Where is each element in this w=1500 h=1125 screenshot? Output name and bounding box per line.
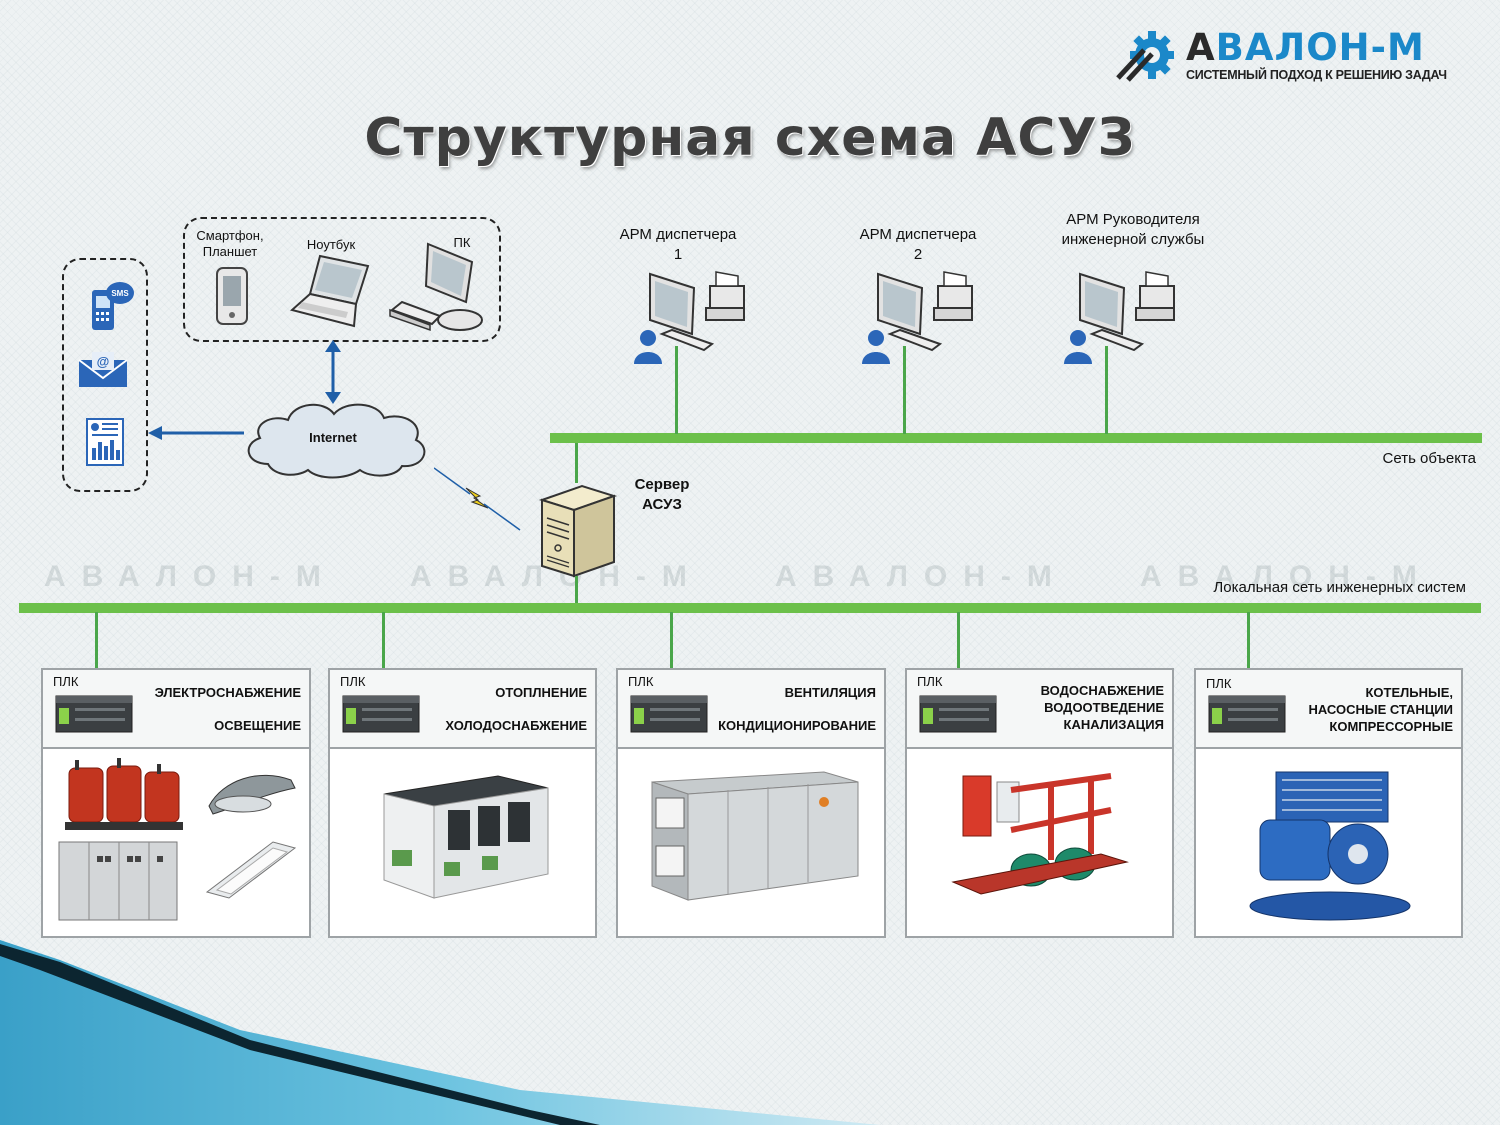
system-name-line: КАНАЛИЗАЦИЯ — [1063, 717, 1164, 732]
system-header: ПЛК ОТОПЛНЕНИЕ ХОЛОДОСНАБЖЕНИЕ — [330, 670, 595, 749]
link-line — [382, 612, 385, 690]
notifications-group — [62, 258, 148, 492]
local-network-label: Локальная сеть инженерных систем — [1213, 579, 1466, 596]
decorative-corner — [0, 940, 880, 1125]
report-icon — [86, 418, 124, 466]
system-name-line: КОНДИЦИОНИРОВАНИЕ — [718, 718, 876, 733]
pc-label: ПК — [453, 235, 471, 250]
watermark: АВАЛОН-М — [1140, 560, 1433, 593]
workstation-label-1: АРМ диспетчера 1 — [619, 226, 737, 263]
workstation-icon — [862, 271, 973, 364]
system-name-line: ЭЛЕКТРОСНАБЖЕНИЕ — [154, 685, 301, 700]
system-name-line: ВОДООТВЕДЕНИЕ — [1044, 700, 1164, 715]
link-line — [670, 612, 673, 690]
internet-cloud-icon — [247, 403, 426, 479]
air-handling-unit-icon — [651, 771, 859, 901]
system-box-boilers: ПЛК КОТЕЛЬНЫЕ, НАСОСНЫЕ СТАНЦИИ КОМПРЕСС… — [1194, 668, 1463, 938]
link-line — [675, 346, 678, 434]
system-name-line: КОМПРЕССОРНЫЕ — [1329, 719, 1453, 734]
svg-text:SMS: SMS — [111, 289, 129, 298]
link-line — [95, 612, 98, 690]
plc-icon — [1208, 695, 1286, 733]
workstation-label-3: АРМ Руководителя инженерной службы — [1061, 211, 1205, 248]
workstation-icon — [634, 271, 745, 364]
system-name-line: ХОЛОДОСНАБЖЕНИЕ — [445, 718, 587, 733]
system-name-line: ВЕНТИЛЯЦИЯ — [784, 685, 876, 700]
system-box-power: ПЛК ЭЛЕКТРОСНАБЖЕНИЕ ОСВЕЩЕНИЕ — [41, 668, 311, 938]
plc-icon — [342, 695, 420, 733]
smartphone-icon — [216, 267, 248, 325]
system-box-heating: ПЛК ОТОПЛНЕНИЕ ХОЛОДОСНАБЖЕНИЕ — [328, 668, 597, 938]
plc-label: ПЛК — [340, 674, 366, 689]
watermark: АВАЛОН-М — [44, 560, 337, 593]
system-name-line: ВОДОСНАБЖЕНИЕ — [1040, 683, 1164, 698]
plc-label: ПЛК — [1206, 676, 1232, 691]
logo-tagline: СИСТЕМНЫЙ ПОДХОД К РЕШЕНИЮ ЗАДАЧ — [1186, 68, 1447, 82]
system-header: ПЛК ВЕНТИЛЯЦИЯ КОНДИЦИОНИРОВАНИЕ — [618, 670, 884, 749]
internet-label: Internet — [309, 430, 357, 445]
plc-label: ПЛК — [53, 674, 79, 689]
plc-icon — [630, 695, 708, 733]
logo-gear-icon — [1116, 31, 1174, 82]
system-name-line: НАСОСНЫЕ СТАНЦИИ — [1308, 702, 1453, 717]
system-name-line: ОТОПЛНЕНИЕ — [495, 685, 587, 700]
remote-devices-group — [183, 217, 501, 342]
system-header: ПЛК ВОДОСНАБЖЕНИЕ ВОДООТВЕДЕНИЕ КАНАЛИЗА… — [907, 670, 1172, 749]
arrow-left-icon — [148, 426, 244, 440]
link-line — [575, 443, 578, 483]
workstation-icon — [1064, 271, 1175, 364]
sms-phone-icon: SMS — [92, 282, 134, 330]
plc-label: ПЛК — [628, 674, 654, 689]
object-network-label: Сеть объекта — [1382, 450, 1476, 467]
svg-text:@: @ — [97, 354, 110, 369]
laptop-label: Ноутбук — [306, 237, 356, 252]
transformers-icon — [65, 758, 183, 830]
wireless-link-icon — [434, 467, 521, 531]
plc-icon — [55, 695, 133, 733]
system-box-water: ПЛК ВОДОСНАБЖЕНИЕ ВОДООТВЕДЕНИЕ КАНАЛИЗА… — [905, 668, 1174, 938]
switchgear-cabinet-icon — [58, 841, 178, 921]
link-line — [575, 576, 578, 604]
server-icon — [538, 484, 618, 578]
server-label: Сервер АСУЗ — [634, 476, 690, 513]
plc-icon — [919, 695, 997, 733]
link-line — [903, 346, 906, 434]
system-header: ПЛК ЭЛЕКТРОСНАБЖЕНИЕ ОСВЕЩЕНИЕ — [43, 670, 309, 749]
plc-label: ПЛК — [917, 674, 943, 689]
system-header: ПЛК КОТЕЛЬНЫЕ, НАСОСНЫЕ СТАНЦИИ КОМПРЕСС… — [1196, 670, 1461, 749]
system-name-line: КОТЕЛЬНЫЕ, — [1365, 685, 1453, 700]
bidirectional-arrow-icon — [325, 340, 341, 404]
logo-name: АВАЛОН-М — [1186, 26, 1425, 69]
email-icon: @ — [78, 352, 128, 387]
link-line — [1105, 346, 1108, 434]
watermark: АВАЛОН-М — [775, 560, 1068, 593]
workstation-label-2: АРМ диспетчера 2 — [859, 226, 977, 263]
compressor-icon — [1249, 771, 1411, 921]
laptop-icon — [290, 254, 370, 328]
desktop-pc-icon — [389, 242, 483, 332]
system-box-ventilation: ПЛК ВЕНТИЛЯЦИЯ КОНДИЦИОНИРОВАНИЕ — [616, 668, 886, 938]
smartphone-label: Смартфон, Планшет — [196, 228, 264, 259]
street-lamp-icon — [208, 774, 296, 815]
system-name-line: ОСВЕЩЕНИЕ — [214, 718, 301, 733]
link-line — [957, 612, 960, 690]
panel-light-icon — [205, 841, 297, 899]
local-network-bus — [19, 603, 1481, 613]
link-line — [1247, 612, 1250, 690]
page-title: Структурная схема АСУЗ — [364, 108, 1136, 168]
pump-station-icon — [951, 773, 1129, 895]
chiller-icon — [383, 775, 549, 899]
object-network-bus — [550, 433, 1482, 443]
